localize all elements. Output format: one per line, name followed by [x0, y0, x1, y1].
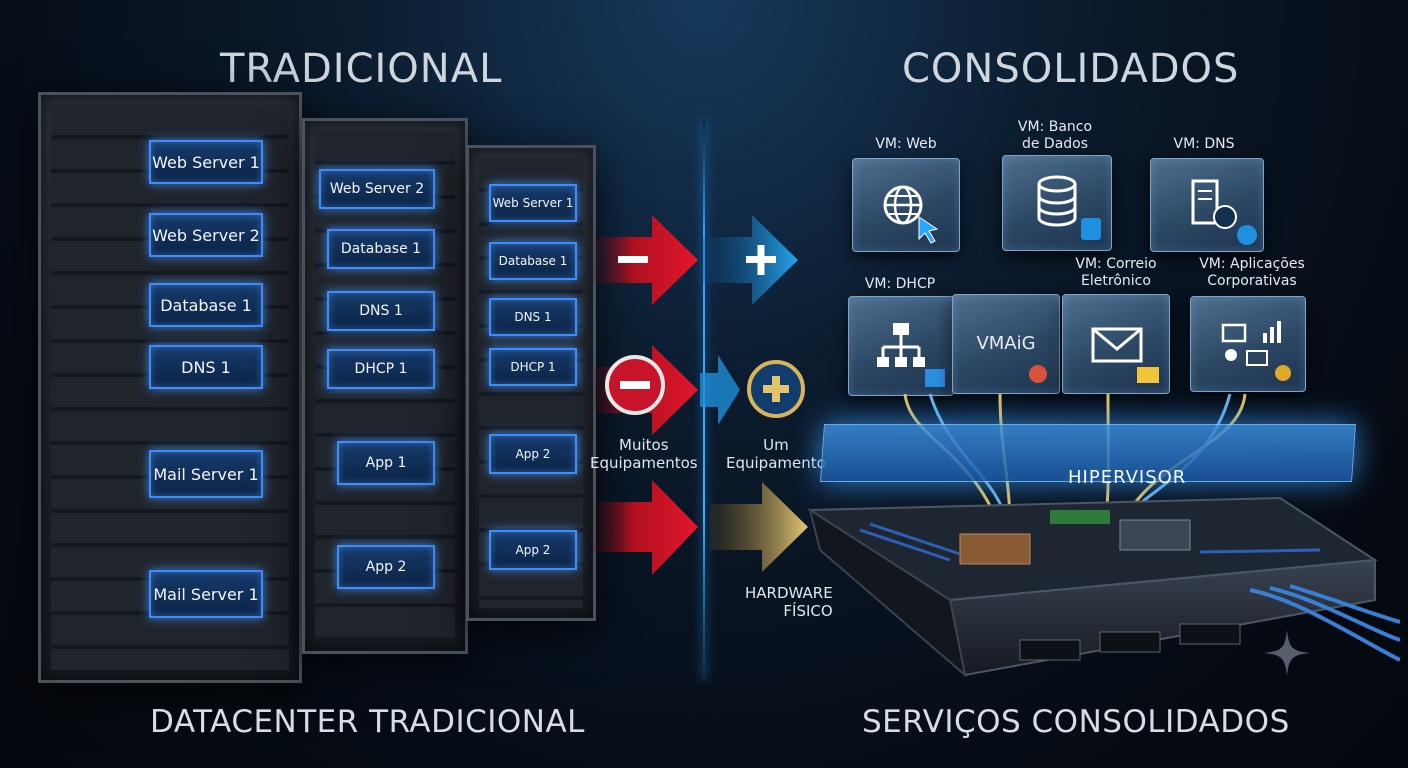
- vm-mail-label: VM: Correio Eletrônico: [1060, 256, 1172, 290]
- database-icon: [1037, 175, 1101, 240]
- server-rack-1: Web Server 1 Web Server 2 Database 1 DNS…: [38, 92, 302, 683]
- red-arrow-top: [590, 215, 698, 305]
- label-line: VM: Banco: [1017, 119, 1093, 135]
- vm-database-box: [1002, 155, 1112, 251]
- business-apps-icon: [1221, 321, 1291, 381]
- label-line: de Dados: [1021, 136, 1089, 152]
- sparkle-icon: [1264, 630, 1310, 676]
- rack1-server-label: Mail Server 1: [149, 570, 263, 618]
- physical-hardware-label: HARDWARE FÍSICO: [745, 584, 833, 620]
- rack2-server-label: Web Server 2: [319, 169, 435, 209]
- consolidated-services-caption: SERVIÇOS CONSOLIDADOS: [862, 704, 1290, 740]
- rack1-server-label: DNS 1: [149, 345, 263, 389]
- rack2-server-label: App 1: [337, 441, 435, 485]
- rack3-server-label: Database 1: [489, 242, 577, 280]
- traditional-title: TRADICIONAL: [220, 46, 503, 92]
- label-line: Corporativas: [1207, 273, 1297, 289]
- red-arrow-middle: [590, 345, 698, 435]
- rack1-server-label: Web Server 1: [149, 140, 263, 184]
- plus-circle-icon: [700, 355, 805, 425]
- vm-database-label: VM: Banco de Dados: [1000, 119, 1110, 153]
- label-line: Muitos: [619, 436, 669, 454]
- rack1-server-label: Web Server 2: [149, 213, 263, 257]
- rack2-server-label: App 2: [337, 545, 435, 589]
- rack2-server-label: Database 1: [327, 229, 435, 269]
- rack1-server-label: Database 1: [149, 283, 263, 327]
- dns-server-icon: [1191, 179, 1257, 245]
- traditional-datacenter-caption: DATACENTER TRADICIONAL: [150, 704, 585, 740]
- label-line: VM: Aplicações: [1199, 256, 1305, 272]
- network-tree-icon: [877, 323, 945, 387]
- vm-apps-label: VM: Aplicações Corporativas: [1186, 256, 1318, 290]
- rack1-server-label: Mail Server 1: [149, 450, 263, 498]
- label-line: VM: Correio: [1075, 256, 1157, 272]
- globe-cursor-icon: [883, 185, 939, 244]
- label-line: Equipamento: [726, 454, 826, 472]
- physical-server: [806, 496, 1400, 678]
- gold-arrow-bottom: [590, 480, 808, 575]
- ubuntu-icon: [1029, 365, 1047, 383]
- vm-dhcp-box: [848, 296, 954, 396]
- rack2-server-label: DHCP 1: [327, 349, 435, 389]
- envelope-icon: [1091, 327, 1159, 383]
- server-rack-2: Web Server 2 Database 1 DNS 1 DHCP 1 App…: [302, 118, 468, 654]
- vm-vmaig-box: VMAiG: [952, 294, 1060, 394]
- minus-icon: [618, 256, 648, 263]
- vm-mail-box: [1062, 294, 1170, 394]
- rack3-server-label: DHCP 1: [489, 348, 577, 386]
- blue-arrow-top: [700, 215, 798, 305]
- consolidated-title: CONSOLIDADOS: [902, 46, 1240, 92]
- hypervisor-label: HIPERVISOR: [1068, 467, 1187, 488]
- vm-dns-label: VM: DNS: [1173, 136, 1235, 152]
- vmaig-logo-text: VMAiG: [976, 333, 1036, 354]
- rack3-server-label: Web Server 1: [489, 184, 577, 222]
- label-line: FÍSICO: [783, 602, 833, 620]
- rack3-server-label: DNS 1: [489, 298, 577, 336]
- server-rack-3: Web Server 1 Database 1 DNS 1 DHCP 1 App…: [466, 145, 596, 621]
- vm-web-label: VM: Web: [875, 136, 937, 152]
- many-equipment-label: Muitos Equipamentos: [590, 436, 698, 472]
- rack3-server-label: App 2: [489, 434, 577, 474]
- cpu-chip: [959, 533, 1031, 565]
- label-line: Um: [763, 436, 789, 454]
- label-line: Equipamentos: [590, 454, 698, 472]
- rack2-server-label: DNS 1: [327, 291, 435, 331]
- vm-dhcp-label: VM: DHCP: [864, 276, 936, 292]
- vm-dns-box: [1150, 158, 1264, 252]
- rack3-server-label: App 2: [489, 530, 577, 570]
- label-line: Eletrônico: [1081, 273, 1151, 289]
- label-line: HARDWARE: [745, 584, 833, 602]
- one-equipment-label: Um Equipamento: [726, 436, 826, 472]
- vm-web-box: [852, 158, 960, 252]
- vm-apps-box: [1190, 296, 1306, 392]
